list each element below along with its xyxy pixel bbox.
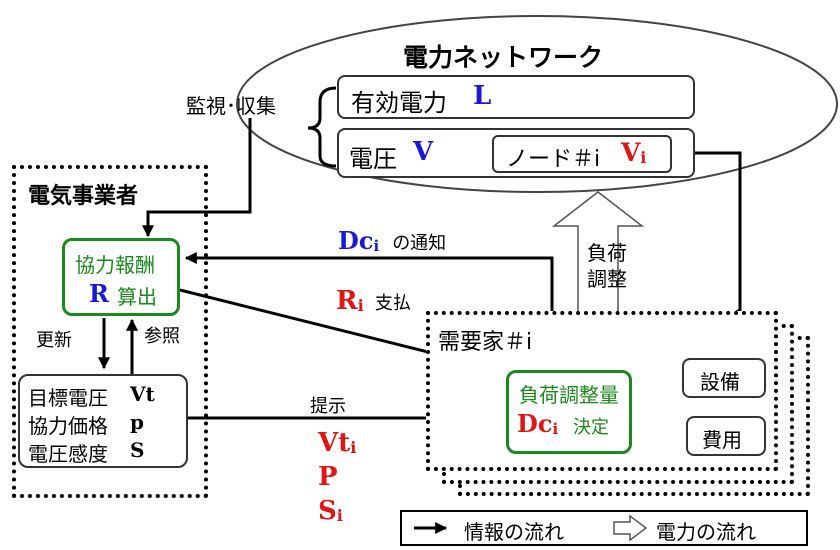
target-voltage-symbol: Vt: [130, 382, 155, 406]
utility-frame: [12, 165, 208, 498]
load-adjust-line1: 負荷: [587, 241, 627, 265]
load-adjust-decision-box: 負荷調整量 Dci 決定: [506, 370, 632, 454]
present-p-symbol: P: [318, 462, 338, 492]
dc-notify-label: Dci の通知: [338, 226, 446, 255]
load-adjust-line2: 調整: [587, 267, 627, 291]
ri-pay-symbol: Ri: [336, 286, 364, 316]
decision-line1: 負荷調整量: [519, 383, 619, 407]
voltage-sensitivity-symbol: S: [130, 438, 145, 462]
reward-calc-line2: 算出: [117, 285, 157, 309]
active-power-symbol: L: [473, 81, 492, 111]
present-s-symbol: Si: [318, 496, 343, 526]
legend-box: [400, 510, 808, 546]
coop-price-symbol: p: [130, 410, 144, 434]
present-vt-symbol: Vti: [318, 428, 357, 458]
node-box: ノード＃i Vi: [492, 135, 672, 173]
cost-label: 費用: [702, 428, 742, 452]
dc-notify-symbol: Dci: [338, 226, 380, 255]
update-label: 更新: [36, 330, 72, 351]
ri-pay-label: Ri 支払: [336, 286, 411, 316]
active-power-label: 有効電力: [351, 89, 447, 117]
voltage-box: 電圧 V ノード＃i Vi: [337, 128, 695, 178]
cost-box: 費用: [686, 416, 766, 456]
collect-arrow: [142, 118, 252, 238]
monitor-label: 監視･収集: [186, 94, 276, 118]
reward-calc-box: 協力報酬 R 算出: [62, 238, 180, 316]
coop-price-label: 協力価格: [28, 414, 108, 438]
network-title: 電力ネットワーク: [403, 43, 604, 72]
utility-title: 電気事業者: [28, 184, 139, 209]
decision-symbol: Dci: [517, 409, 559, 438]
equipment-label: 設備: [700, 370, 740, 394]
ri-pay-text: 支払: [374, 293, 411, 314]
legend-power-flow-label: 電力の流れ: [656, 520, 756, 544]
load-adjust-label: 負荷 調整: [587, 240, 627, 292]
dc-notify-text: の通知: [392, 233, 447, 254]
monitor-brace: [307, 86, 337, 168]
reward-symbol: R: [89, 279, 109, 308]
node-symbol: Vi: [621, 138, 647, 167]
voltage-label: 電圧: [349, 145, 397, 173]
parameters-box: 目標電圧 Vt 協力価格 p 電圧感度 S: [18, 374, 188, 468]
present-label: 提示: [310, 396, 346, 417]
legend-power-arrow: [613, 514, 648, 542]
decision-line2: 決定: [573, 417, 609, 438]
voltage-symbol: V: [413, 137, 434, 167]
node-label: ノード＃i: [506, 147, 601, 172]
customer-title: 需要家＃i: [438, 330, 533, 355]
refer-label: 参照: [144, 326, 180, 347]
legend-info-flow-label: 情報の流れ: [464, 520, 564, 544]
voltage-sensitivity-label: 電圧感度: [28, 442, 108, 466]
active-power-box: 有効電力 L: [337, 75, 695, 119]
equipment-box: 設備: [682, 358, 766, 398]
reward-calc-line1: 協力報酬: [75, 253, 155, 277]
target-voltage-label: 目標電圧: [28, 386, 108, 410]
